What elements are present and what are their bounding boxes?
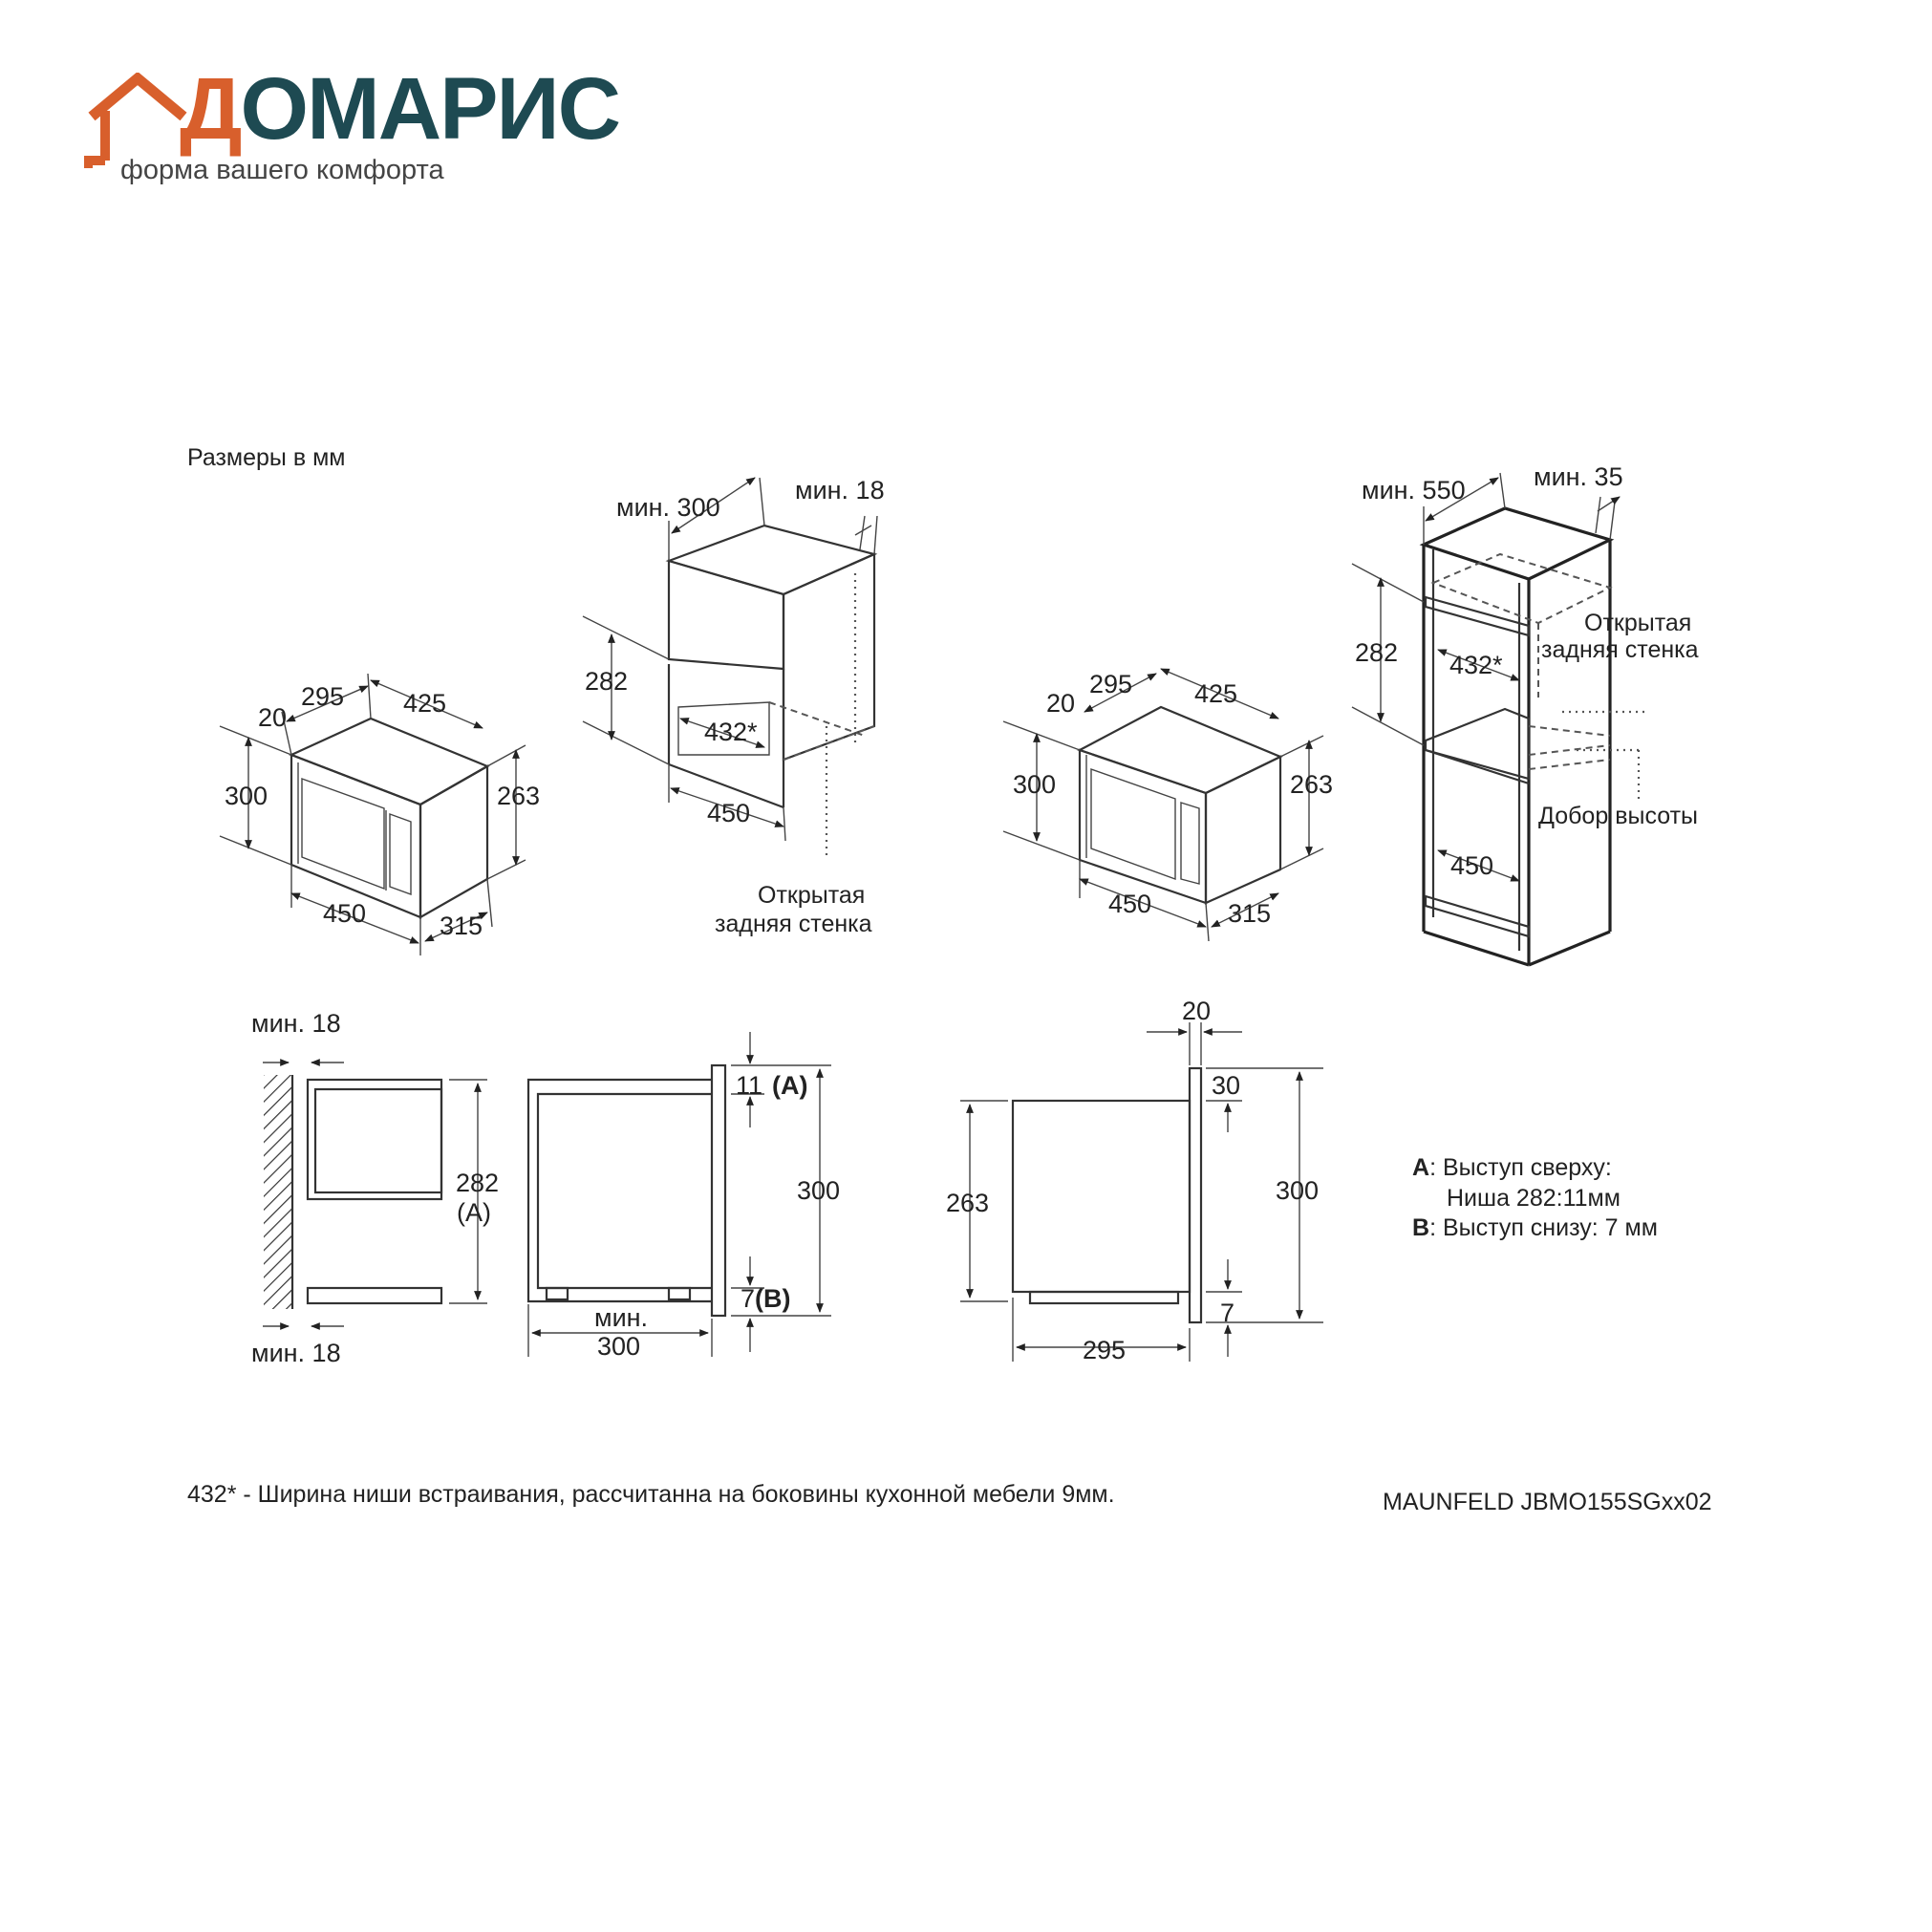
side-view-wall-cabinet: мин. 18 мин. 18 282 (A) <box>251 1009 499 1367</box>
view2-min-300: мин. 300 <box>616 493 720 522</box>
view2-min-18: мин. 18 <box>795 476 885 504</box>
side3-dim-295: 295 <box>1083 1336 1126 1364</box>
view3-dim-450: 450 <box>1108 890 1151 918</box>
side2-min-300: 300 <box>597 1332 640 1361</box>
legend: A: Выступ сверху: Ниша 282:11мм B: Высту… <box>1412 1154 1658 1241</box>
view4-min-550: мин. 550 <box>1362 476 1466 504</box>
view3-dim-263: 263 <box>1290 770 1333 799</box>
view4-open-back-line1: Открытая <box>1584 610 1691 636</box>
side2-dim-7: 7 <box>741 1284 755 1313</box>
side2-min-label: мин. <box>594 1303 648 1332</box>
view1-dim-263: 263 <box>497 782 540 810</box>
legend-b-text: : Выступ снизу: 7 мм <box>1429 1214 1658 1241</box>
side2-dim-11: 11 <box>736 1071 762 1100</box>
side1-dim-282-ref: (A) <box>457 1198 491 1227</box>
view1-dim-20: 20 <box>258 703 287 732</box>
legend-a-line1: A: Выступ сверху: <box>1412 1154 1612 1181</box>
side3-dim-7: 7 <box>1220 1299 1234 1327</box>
view3-dim-315: 315 <box>1228 899 1271 928</box>
house-icon <box>84 73 187 168</box>
view4-tall-cabinet: мин. 550 мин. 35 282 432* 450 Открытая з… <box>1351 462 1699 967</box>
view4-dim-282: 282 <box>1355 638 1398 667</box>
view4-open-back-line2: задняя стенка <box>1541 636 1699 663</box>
view3-appliance-isometric: 20 295 425 300 263 450 315 <box>1002 668 1333 942</box>
view2-dim-432: 432* <box>704 718 758 746</box>
view3-dim-295: 295 <box>1089 670 1132 698</box>
footnote: 432* - Ширина ниши встраивания, рассчита… <box>187 1481 1115 1508</box>
legend-b-key: B <box>1412 1214 1429 1241</box>
legend-a-key: A <box>1412 1154 1429 1181</box>
view1-dim-425: 425 <box>403 689 446 718</box>
brand-logo: ДОМАРИС форма вашего комфорта <box>84 65 621 191</box>
view4-dim-432: 432* <box>1449 651 1503 679</box>
wall-hatch <box>264 1075 292 1309</box>
side-view-appliance-profile: 20 30 263 300 7 295 <box>946 997 1323 1364</box>
view1-dim-295: 295 <box>301 682 344 711</box>
side3-dim-30: 30 <box>1212 1071 1240 1100</box>
view4-min-35: мин. 35 <box>1534 462 1623 491</box>
side3-dim-300: 300 <box>1276 1176 1319 1205</box>
side1-dim-282: 282 <box>456 1169 499 1197</box>
view1-dim-300: 300 <box>225 782 268 810</box>
side3-dim-263: 263 <box>946 1189 989 1217</box>
side2-dim-300: 300 <box>797 1176 840 1205</box>
view4-dim-450: 450 <box>1450 851 1493 880</box>
view4-height-filler: Добор высоты <box>1538 803 1698 829</box>
view3-dim-300: 300 <box>1013 770 1056 799</box>
side2-dim-7-ref: (B) <box>755 1284 790 1313</box>
logo-tagline: форма вашего комфорта <box>120 155 444 185</box>
view2-open-back-line1: Открытая <box>758 882 865 909</box>
view3-dim-20: 20 <box>1046 689 1075 718</box>
side-view-appliance-niche: 11 (A) 300 7 (B) мин. 300 <box>526 1032 840 1361</box>
logo-main-letters: ОМАРИС <box>240 60 622 158</box>
side2-dim-11-ref: (A) <box>772 1071 807 1100</box>
units-note: Размеры в мм <box>187 444 345 471</box>
side1-min18-bottom: мин. 18 <box>251 1339 341 1367</box>
view1-dim-450: 450 <box>323 899 366 928</box>
view3-dim-425: 425 <box>1194 679 1237 708</box>
side1-min18-top: мин. 18 <box>251 1009 341 1038</box>
legend-a-text: : Выступ сверху: <box>1429 1154 1612 1181</box>
view1-dim-315: 315 <box>440 912 483 940</box>
legend-a-line2: Ниша 282:11мм <box>1447 1185 1621 1212</box>
view2-dim-282: 282 <box>585 667 628 696</box>
view2-wall-cabinet: мин. 300 мин. 18 282 432* 450 Открытая з… <box>582 476 885 937</box>
logo-accent-letter: Д <box>180 60 243 158</box>
legend-b-line: B: Выступ снизу: 7 мм <box>1412 1214 1658 1241</box>
side3-dim-20: 20 <box>1182 997 1211 1025</box>
view2-open-back-line2: задняя стенка <box>715 911 872 937</box>
logo-wordmark: ДОМАРИС <box>180 65 621 153</box>
view1-appliance-isometric: 20 295 425 300 263 450 315 <box>219 673 540 955</box>
view2-dim-450: 450 <box>707 799 750 827</box>
model-name: MAUNFELD JBMO155SGxx02 <box>1383 1489 1712 1515</box>
